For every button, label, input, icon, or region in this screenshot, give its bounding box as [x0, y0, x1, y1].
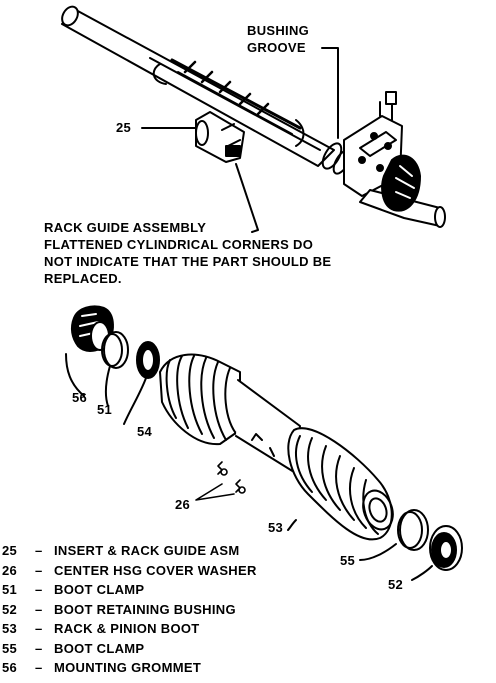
- legend-dash: –: [35, 543, 43, 558]
- legend-description: BOOT CLAMP: [54, 582, 145, 597]
- legend-number: 55: [2, 640, 18, 656]
- callout-54: 54: [137, 424, 153, 439]
- ring-54: [136, 341, 160, 379]
- label-bushing-groove-1: BUSHING: [247, 23, 310, 38]
- mounting-grommet: [70, 305, 114, 352]
- rack-guide-note: RACK GUIDE ASSEMBLY FLATTENED CYLINDRICA…: [44, 219, 331, 287]
- label-bushing-groove-2: GROOVE: [247, 40, 306, 55]
- boot-retaining-bushing: [429, 525, 463, 571]
- callout-25: 25: [116, 120, 132, 135]
- legend-dash: –: [35, 621, 43, 636]
- callout-55: 55: [340, 553, 356, 568]
- callout-56: 56: [72, 390, 88, 405]
- legend-number: 51: [2, 582, 18, 597]
- callout-26: 26: [175, 497, 191, 512]
- note-line-1: RACK GUIDE ASSEMBLY: [44, 220, 207, 235]
- legend-number: 56: [2, 660, 18, 675]
- legend-description: RACK & PINION BOOT: [54, 621, 200, 636]
- rack-pinion-boot: [159, 353, 394, 541]
- note-line-4: REPLACED.: [44, 271, 122, 286]
- legend-number: 53: [2, 621, 18, 636]
- note-line-3: NOT INDICATE THAT THE PART SHOULD BE: [44, 254, 332, 269]
- callout-51: 51: [97, 402, 113, 417]
- legend-dash: –: [35, 562, 43, 578]
- callout-53: 53: [268, 520, 284, 535]
- note-line-2: FLATTENED CYLINDRICAL CORNERS DO: [44, 237, 314, 252]
- legend-number: 52: [2, 601, 18, 617]
- legend-description: CENTER HSG COVER WASHER: [54, 562, 257, 578]
- legend-description: BOOT RETAINING BUSHING: [54, 601, 236, 617]
- legend-description: BOOT CLAMP: [54, 640, 145, 656]
- legend-number: 26: [2, 562, 18, 578]
- leaders-bottom: [65, 353, 433, 581]
- legend-description: MOUNTING GROMMET: [54, 660, 202, 675]
- leaders-top: [141, 47, 339, 233]
- boot-clamp-51: [101, 331, 129, 369]
- callout-52: 52: [388, 577, 404, 592]
- rack-housing: [61, 5, 335, 167]
- output-shaft: [359, 154, 446, 228]
- legend-dash: –: [35, 601, 43, 617]
- rack-guide-assembly: [195, 111, 245, 163]
- boot-clamp-55: [397, 509, 429, 551]
- cover-washers: [195, 461, 246, 501]
- legend-dash: –: [35, 582, 43, 597]
- legend-number: 25: [2, 543, 18, 558]
- legend-description: INSERT & RACK GUIDE ASM: [54, 543, 240, 558]
- legend-dash: –: [35, 640, 43, 656]
- legend-dash: –: [35, 660, 43, 675]
